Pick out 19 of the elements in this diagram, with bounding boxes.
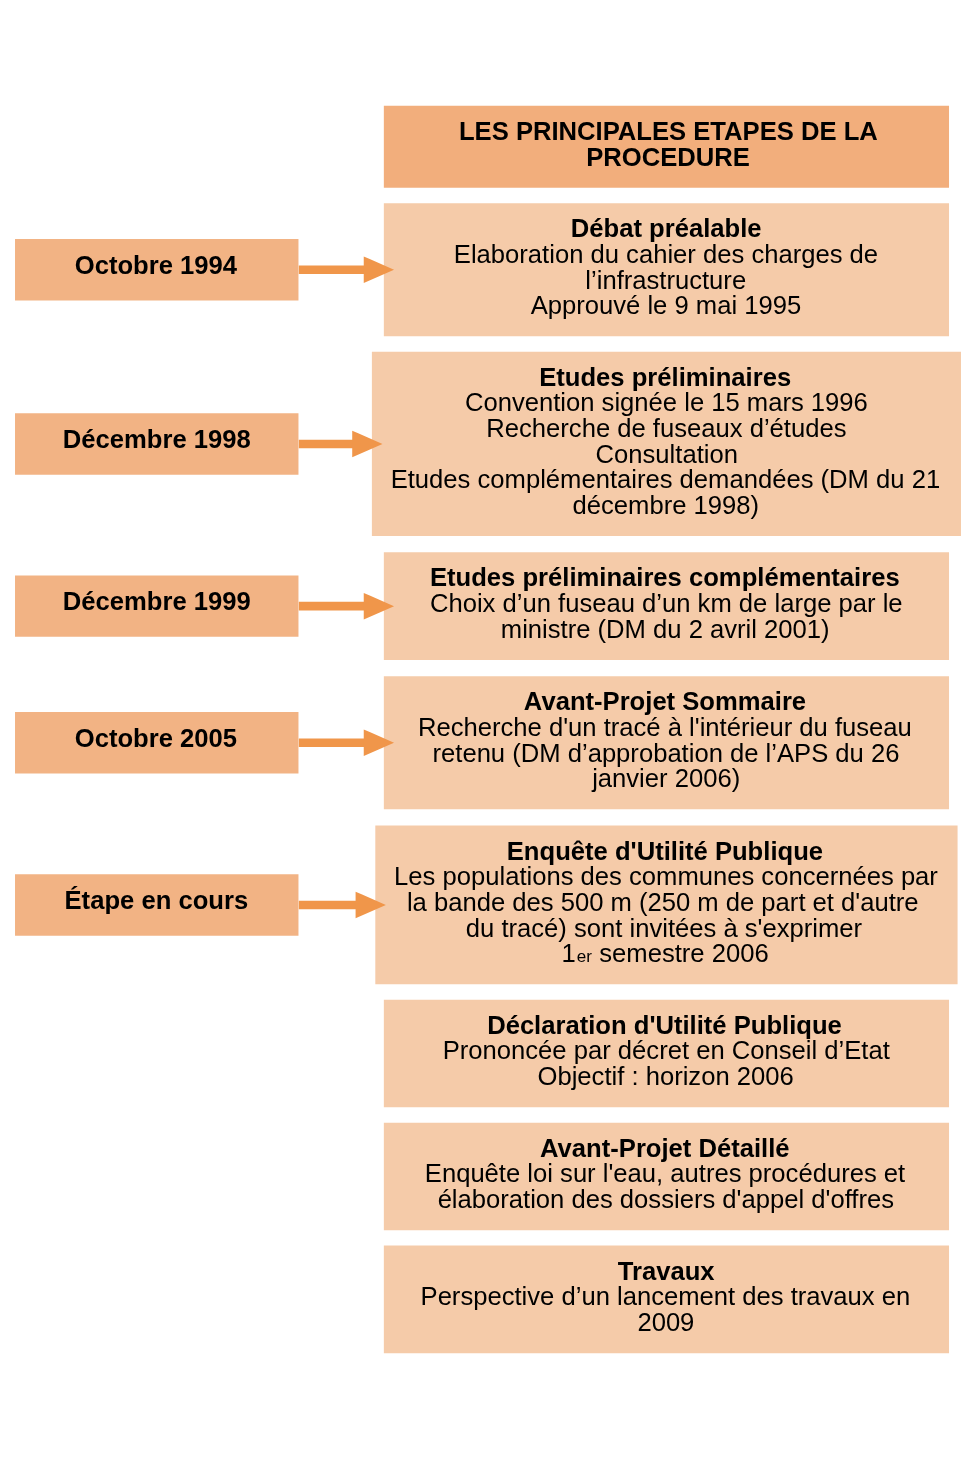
node-box: Octobre 2005 — [15, 712, 299, 774]
node-box: Déclaration d'Utilité Publique Prononcée par décret en Conseil d’Etat Objectif : horizon 2006 — [383, 999, 950, 1108]
node-box: Étape en cours — [15, 874, 299, 936]
node-box: Décembre 1998 — [15, 413, 299, 475]
node-box: Décembre 1999 — [15, 575, 299, 637]
arrow — [298, 592, 395, 620]
node-box: Travaux Perspective d’un lancement des travaux en 2009 — [383, 1245, 950, 1354]
arrow — [298, 729, 395, 756]
node-box: LES PRINCIPALES ETAPES DE LA PROCEDURE — [383, 105, 950, 188]
node-box: Avant-Projet Sommaire Recherche d'un tracé à l'intérieur du fuseau retenu (DM d’approbation de l’APS du 26 janvier 2006) — [383, 676, 950, 810]
arrow — [298, 891, 386, 919]
node-box: Enquête d'Utilité Publique Les populations des communes concernées par la bande des 500 m (250 m de part et d'autre du tracé) sont invitées à s'exprimer 1er semestre 2006 — [375, 825, 958, 985]
node-box: Octobre 1994 — [15, 239, 299, 301]
node-box: Avant-Projet Détaillé Enquête loi sur l'eau, autres procédures et élaboration des dossiers d'appel d'offres — [383, 1122, 950, 1231]
node-box: Etudes préliminaires complémentaires Choix d’un fuseau d’un km de large par le ministre (DM du 2 avril 2001) — [383, 552, 950, 660]
node-box: Débat préalable Elaboration du cahier des charges de l’infrastructure Approuvé le 9 mai 1995 — [383, 203, 950, 337]
node-box: Etudes préliminaires Convention signée le 15 mars 1996 Recherche de fuseaux d’études Consultation Etudes complémentaires demandées (DM du 21 décembre 1998) — [371, 351, 961, 537]
arrow — [298, 256, 395, 283]
arrow — [298, 430, 383, 458]
